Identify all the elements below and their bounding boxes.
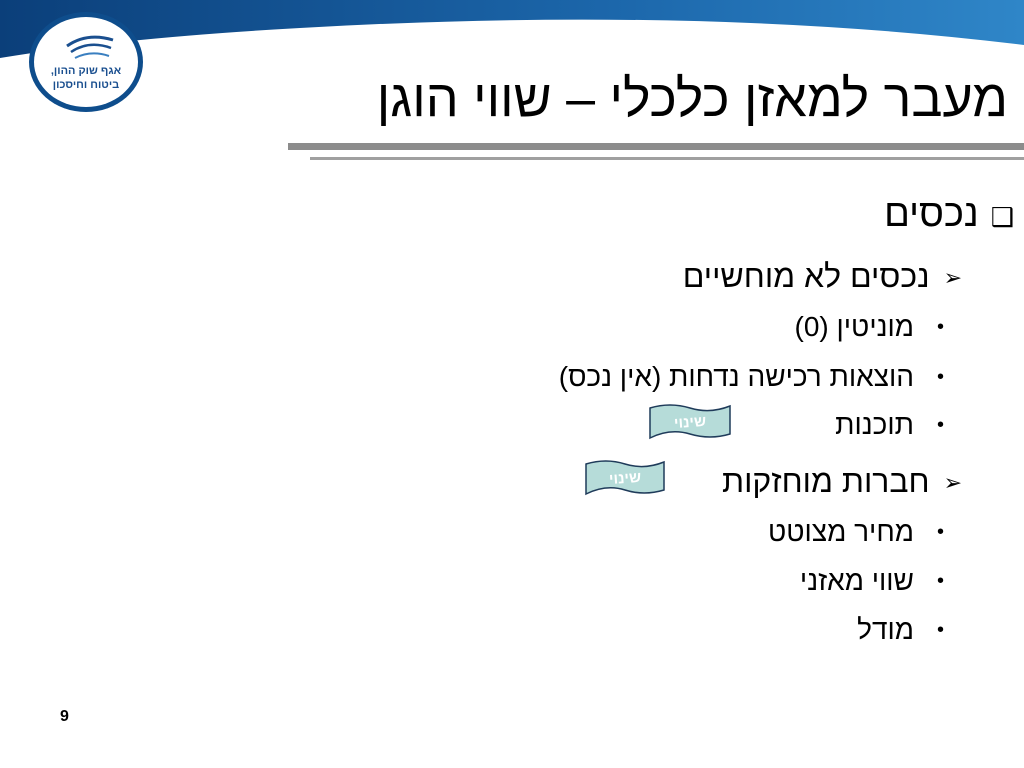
slide-title: מעבר למאזן כלכלי – שווי הוגן	[376, 70, 1008, 128]
list-item: • שווי מאזני	[799, 563, 944, 599]
dot-bullet-icon: •	[936, 366, 944, 388]
list-item: • מוניטין (0)	[794, 309, 944, 345]
list-item-label: מחיר מצוטט	[767, 516, 914, 547]
checkbox-bullet-icon: ❑	[990, 202, 1014, 232]
section-subsidiaries: ➢ חברות מוחזקות	[722, 461, 962, 503]
arrow-bullet-icon: ➢	[943, 470, 962, 495]
title-divider-thick	[288, 143, 1024, 150]
ministry-logo: אגף שוק ההון, ביטוח וחיסכון	[27, 10, 145, 114]
header-band	[0, 0, 1024, 58]
change-flag-2-label: שינוי	[608, 468, 642, 488]
title-divider-thin	[310, 157, 1024, 160]
dot-bullet-icon: •	[936, 316, 944, 338]
dot-bullet-icon: •	[936, 521, 944, 543]
list-item: • מודל	[857, 612, 944, 648]
arrow-bullet-icon: ➢	[943, 265, 962, 290]
logo-text-line2: ביטוח וחיסכון	[52, 79, 120, 91]
heading-assets-label: נכסים	[884, 193, 979, 235]
list-item: • תוכנות	[835, 407, 944, 443]
heading-assets: ❑ נכסים	[884, 192, 1014, 239]
list-item-label: שווי מאזני	[799, 565, 914, 596]
list-item-label: מודל	[857, 614, 914, 645]
change-flag-2: שינוי	[584, 458, 666, 498]
section-intangible-assets: ➢ נכסים לא מוחשיים	[683, 256, 962, 298]
page-number: 9	[60, 708, 69, 725]
change-flag-1: שינוי	[648, 402, 732, 442]
section-intangible-label: נכסים לא מוחשיים	[682, 258, 930, 294]
section-subsidiaries-label: חברות מוחזקות	[721, 463, 930, 499]
dot-bullet-icon: •	[936, 414, 944, 436]
dot-bullet-icon: •	[936, 570, 944, 592]
logo-text-line1: אגף שוק ההון,	[50, 65, 122, 77]
list-item: • הוצאות רכישה נדחות (אין נכס)	[558, 359, 944, 395]
list-item: • מחיר מצוטט	[767, 514, 944, 550]
change-flag-1-label: שינוי	[673, 412, 707, 432]
list-item-label: הוצאות רכישה נדחות (אין נכס)	[558, 361, 914, 392]
dot-bullet-icon: •	[936, 619, 944, 641]
list-item-label: תוכנות	[835, 409, 914, 440]
list-item-label: מוניטין (0)	[794, 311, 914, 342]
